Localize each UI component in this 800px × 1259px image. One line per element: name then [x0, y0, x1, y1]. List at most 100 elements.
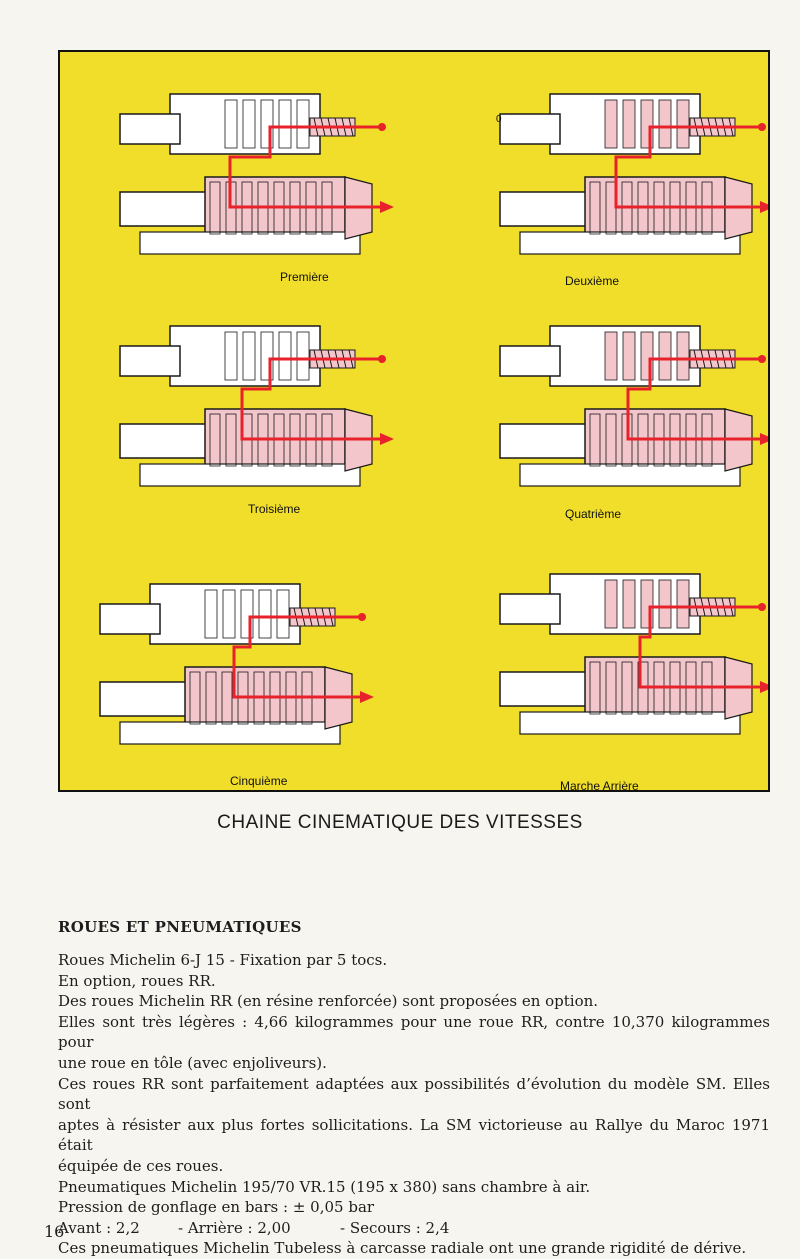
section-title: ROUES ET PNEUMATIQUES	[58, 918, 302, 936]
gear-teeth	[676, 579, 690, 629]
input-dot	[758, 603, 766, 611]
gearbox-schematic	[99, 583, 374, 745]
gear-label: Cinquième	[230, 774, 288, 788]
lower-casing	[139, 231, 361, 255]
gear-teeth	[605, 661, 617, 715]
gear-label: Quatrième	[565, 507, 622, 521]
body-line: Roues Michelin 6-J 15 - Fixation par 5 t…	[58, 951, 388, 969]
output-shaft	[499, 671, 591, 707]
lower-casing	[519, 231, 741, 255]
gear-teeth	[658, 331, 672, 381]
body-line: Pneumatiques Michelin 195/70 VR.15 (195 …	[58, 1177, 591, 1196]
tire-pressure-row: Avant : 2,2- Arrière : 2,00- Secours : 2…	[58, 1218, 770, 1239]
gear-teeth	[658, 99, 672, 149]
gear-label: Troisième	[248, 502, 301, 516]
output-arrow	[760, 681, 768, 693]
gear-teeth	[658, 579, 672, 629]
gear-label: Première	[280, 270, 329, 284]
output-shaft	[499, 191, 591, 227]
body-line: Ces pneumatiques Michelin Tubeless à car…	[58, 1239, 747, 1258]
gear-teeth	[225, 413, 237, 467]
output-arrow	[380, 201, 394, 213]
gear-teeth	[589, 181, 601, 235]
gear-teeth	[242, 99, 256, 149]
gear-teeth	[242, 331, 256, 381]
gearbox-schematic	[499, 573, 768, 735]
stray-mark: 0	[496, 114, 502, 125]
gear-teeth	[224, 331, 238, 381]
output-arrow	[760, 201, 768, 213]
output-shaft	[119, 423, 211, 459]
figure-caption: CHAINE CINEMATIQUE DES VITESSES	[217, 812, 583, 833]
gear-teeth	[604, 331, 618, 381]
input-shaft	[119, 113, 181, 145]
gear-teeth	[204, 589, 218, 639]
input-dot	[358, 613, 366, 621]
gear-label: Deuxième	[565, 274, 620, 288]
section-body: Roues Michelin 6-J 15 - Fixation par 5 t…	[58, 950, 770, 1259]
gearbox-schematic	[119, 325, 394, 487]
gear-teeth	[221, 671, 233, 725]
gear-teeth	[589, 661, 601, 715]
power-flow-path	[626, 357, 760, 441]
power-flow-path	[228, 125, 380, 209]
gear-teeth	[676, 331, 690, 381]
input-shaft	[499, 593, 561, 625]
body-line: Pression de gonflage en bars : ± 0,05 ba…	[58, 1198, 375, 1217]
input-shaft	[499, 345, 561, 377]
gear-teeth	[622, 331, 636, 381]
input-shaft	[99, 603, 161, 635]
gear-teeth	[622, 99, 636, 149]
body-line: aptes à résister aux plus fortes sollici…	[58, 1115, 770, 1155]
gearbox-schematic	[499, 325, 768, 487]
gear-teeth	[621, 661, 633, 715]
lower-casing	[119, 721, 341, 745]
gear-teeth	[589, 413, 601, 467]
gear-teeth	[604, 99, 618, 149]
lower-casing	[519, 711, 741, 735]
gear-teeth	[278, 99, 292, 149]
gear-teeth	[209, 181, 221, 235]
body-line: équipée de ces roues.	[58, 1156, 224, 1175]
power-flow-path	[614, 125, 760, 209]
input-shaft	[119, 345, 181, 377]
pressure-spare: - Secours : 2,4	[340, 1218, 450, 1237]
body-line: une roue en tôle (avec enjoliveurs).	[58, 1053, 327, 1072]
gearbox-schematic	[499, 93, 768, 255]
gear-teeth	[189, 671, 201, 725]
input-dot	[758, 123, 766, 131]
gear-teeth	[224, 99, 238, 149]
pressure-rear: - Arrière : 2,00	[178, 1218, 291, 1237]
output-shaft	[119, 191, 211, 227]
output-shaft	[99, 681, 191, 717]
gear-teeth	[258, 589, 272, 639]
page-number: 16	[44, 1222, 65, 1241]
output-arrow	[760, 433, 768, 445]
lower-casing	[519, 463, 741, 487]
output-arrow	[380, 433, 394, 445]
input-shaft	[499, 113, 561, 145]
power-flow-path	[240, 357, 380, 441]
body-line: En option, roues RR.	[58, 971, 216, 990]
gear-teeth	[222, 589, 236, 639]
gear-teeth	[278, 331, 292, 381]
body-line: Ces roues RR sont parfaitement adaptées …	[58, 1074, 770, 1114]
gear-teeth	[296, 99, 310, 149]
gearbox-schematic	[119, 93, 394, 255]
lower-casing	[139, 463, 361, 487]
gear-label: Marche Arrière	[560, 779, 639, 792]
body-line: Des roues Michelin RR (en résine renforc…	[58, 992, 599, 1011]
gear-teeth	[676, 99, 690, 149]
gear-teeth	[296, 331, 310, 381]
input-dot	[378, 123, 386, 131]
gear-teeth	[276, 589, 290, 639]
power-flow-path	[638, 605, 760, 689]
input-dot	[378, 355, 386, 363]
body-line: Elles sont très légères : 4,66 kilogramm…	[58, 1012, 770, 1052]
power-flow-path	[232, 615, 360, 699]
gear-teeth	[604, 579, 618, 629]
gear-teeth	[205, 671, 217, 725]
input-dot	[758, 355, 766, 363]
gear-teeth	[209, 413, 221, 467]
